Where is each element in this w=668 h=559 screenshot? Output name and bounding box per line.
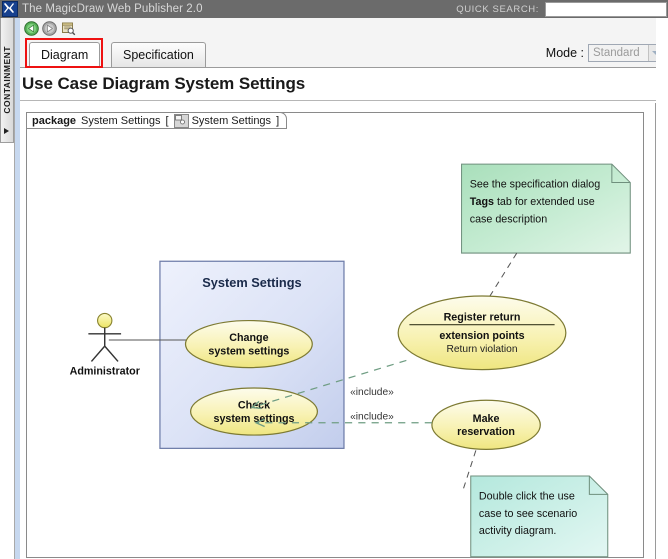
use-case-diagram: See the specification dialog Tags tab fo… xyxy=(70,163,631,558)
note-line: Double click the use xyxy=(479,490,575,502)
back-button[interactable] xyxy=(24,21,39,36)
use-case-line2: reservation xyxy=(457,426,515,438)
quick-search-label: QUICK SEARCH: xyxy=(456,3,539,15)
note-line: Tags tab for extended use xyxy=(470,196,595,208)
mode-selected-value: Standard xyxy=(593,47,640,59)
bracket-open: [ xyxy=(165,114,169,127)
containment-rail: CONTAINMENT xyxy=(0,18,15,559)
note-anchor-line xyxy=(485,252,518,303)
package-frame-header: package System Settings [ System Setting… xyxy=(26,112,288,129)
note-line: case to see scenario xyxy=(479,508,577,520)
diagram-canvas[interactable]: package System Settings [ System Setting… xyxy=(20,103,656,559)
page-title: Use Case Diagram System Settings xyxy=(22,74,306,93)
use-case-change-system-settings[interactable]: Change system settings xyxy=(184,319,313,369)
toolbar xyxy=(20,18,668,39)
include-arrow-register-return[interactable] xyxy=(250,359,407,410)
quick-search-input[interactable] xyxy=(545,1,667,17)
use-case-line2: system settings xyxy=(213,413,294,425)
use-case-make-reservation[interactable]: Make reservation xyxy=(431,399,541,450)
forward-button[interactable] xyxy=(42,21,57,36)
bracket-close: ] xyxy=(276,114,280,127)
tab-diagram-label: Diagram xyxy=(41,48,89,62)
note-double-click[interactable]: Double click the use case to see scenari… xyxy=(470,475,609,558)
tab-specification-label: Specification xyxy=(123,48,194,62)
canvas-right-gutter xyxy=(656,18,668,559)
document-search-icon[interactable] xyxy=(61,21,76,36)
title-divider xyxy=(20,100,656,101)
actor-label: Administrator xyxy=(70,366,141,378)
package-keyword: package xyxy=(32,114,77,127)
magicdraw-logo-icon xyxy=(2,1,18,17)
package-diagram-icon xyxy=(173,113,189,128)
package-name: System Settings xyxy=(81,114,161,127)
tab-specification[interactable]: Specification xyxy=(111,42,206,67)
use-case-compartment-title: extension points xyxy=(439,330,524,342)
actor-administrator[interactable]: Administrator xyxy=(70,312,141,378)
note-line: case description xyxy=(470,213,547,225)
use-case-compartment-item: Return violation xyxy=(446,344,517,355)
tab-diagram[interactable]: Diagram xyxy=(29,42,101,68)
mode-select[interactable]: Standard xyxy=(588,44,664,62)
package-inner-name: System Settings xyxy=(191,114,272,127)
window-title: The MagicDraw Web Publisher 2.0 xyxy=(22,3,203,15)
note-line: See the specification dialog xyxy=(470,179,601,191)
package-box-title: System Settings xyxy=(202,275,301,290)
use-case-register-return[interactable]: Register return extension points Return … xyxy=(397,295,567,371)
use-case-line1: Make xyxy=(473,413,500,425)
containment-label: CONTAINMENT xyxy=(2,46,12,114)
rail-accent-strip xyxy=(15,18,20,559)
tab-strip: Diagram Specification Mode : Standard xyxy=(20,39,668,68)
mode-control: Mode : Standard xyxy=(546,44,664,62)
use-case-line1: Register return xyxy=(444,312,521,324)
mode-label: Mode : xyxy=(545,46,584,60)
include-label-make-reservation: «include» xyxy=(350,412,394,423)
note-line: activity diagram. xyxy=(479,525,556,537)
use-case-line2: system settings xyxy=(208,345,289,357)
triangle-right-icon xyxy=(4,128,9,134)
containment-tab[interactable]: CONTAINMENT xyxy=(0,18,14,143)
note-specification-tags[interactable]: See the specification dialog Tags tab fo… xyxy=(461,163,631,254)
use-case-line1: Change xyxy=(229,332,268,344)
include-label-register-return: «include» xyxy=(350,387,394,398)
quick-search: QUICK SEARCH: xyxy=(456,0,668,18)
use-case-check-system-settings[interactable]: Check system settings xyxy=(190,387,319,436)
note-anchor-line-2 xyxy=(462,450,477,492)
package-frame: package System Settings [ System Setting… xyxy=(26,112,644,558)
title-bar: The MagicDraw Web Publisher 2.0 QUICK SE… xyxy=(0,0,668,18)
use-case-line1: Check xyxy=(238,399,270,411)
